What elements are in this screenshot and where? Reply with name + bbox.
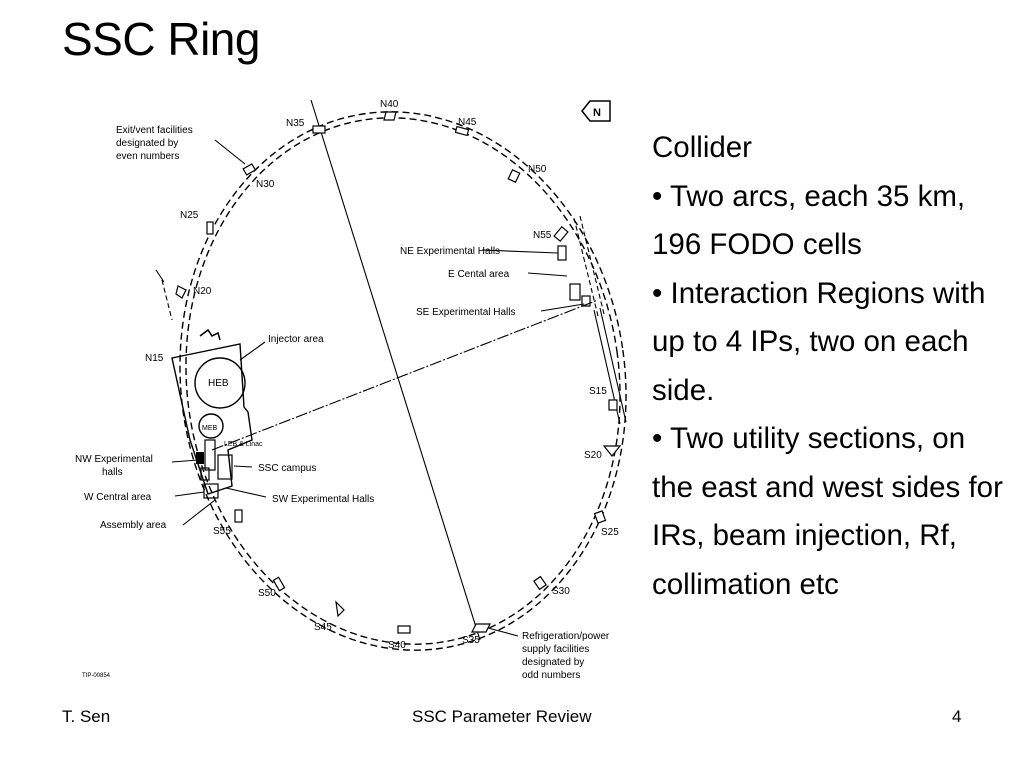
callout-heb: HEB xyxy=(208,378,229,389)
bullet-list: Collider • Two arcs, each 35 km, 196 FOD… xyxy=(652,124,1014,609)
shaft-markers xyxy=(175,111,622,634)
label-s55: S55 xyxy=(213,526,231,537)
callout-nw-halls-2: halls xyxy=(102,467,123,478)
callout-ssc-campus: SSC campus xyxy=(258,463,316,474)
label-s20: S20 xyxy=(584,450,602,461)
label-n20: N20 xyxy=(193,286,212,297)
diameter-line-ns xyxy=(310,99,481,641)
label-s50: S50 xyxy=(258,588,276,599)
meb-ring xyxy=(198,413,224,439)
diameter-line-ew xyxy=(211,299,599,451)
east-facilities xyxy=(155,215,627,425)
callout-refrigeration-3: designated by xyxy=(522,657,584,668)
callout-w-area: W Central area xyxy=(84,492,152,503)
footer-author: T. Sen xyxy=(62,707,111,726)
label-s40: S40 xyxy=(388,640,406,651)
label-n15: N15 xyxy=(145,353,164,364)
label-n45: N45 xyxy=(458,117,477,128)
callout-tip: TIP-00854 xyxy=(82,673,111,679)
bullet-item: • Two arcs, each 35 km, 196 FODO cells xyxy=(652,179,966,262)
label-n55: N55 xyxy=(533,230,552,241)
callout-exit-vent-2: designated by xyxy=(116,138,178,149)
label-n35: N35 xyxy=(286,118,305,129)
north-arrow-icon: N xyxy=(581,100,611,122)
label-n50: N50 xyxy=(528,164,547,175)
callout-refrigeration-1: Refrigeration/power xyxy=(522,631,610,642)
bullet-item: • Interaction Regions with up to 4 IPs, … xyxy=(652,276,986,407)
callout-nw-halls-1: NW Experimental xyxy=(75,454,153,465)
callout-sw-halls: SW Experimental Halls xyxy=(272,494,374,505)
bullet-item: • Two utility sections, on the east and … xyxy=(652,422,1003,601)
callout-meb: MEB xyxy=(202,425,218,432)
callout-injector: Injector area xyxy=(268,334,324,345)
label-s30: S30 xyxy=(552,586,570,597)
heb-ring xyxy=(194,357,246,409)
label-s35: S35 xyxy=(462,635,480,646)
callout-refrigeration-2: supply facilities xyxy=(522,644,589,655)
leader-lines xyxy=(171,139,585,637)
label-n30: N30 xyxy=(256,179,275,190)
callout-assembly: Assembly area xyxy=(100,520,167,531)
callout-ne-halls: NE Experimental Halls xyxy=(400,246,500,257)
bullet-heading: Collider xyxy=(652,131,753,164)
ring-inner xyxy=(185,117,621,645)
callout-refrigeration-4: odd numbers xyxy=(522,670,580,681)
ssc-ring-diagram: N xyxy=(75,99,627,681)
footer-title: SSC Parameter Review xyxy=(412,707,592,726)
callout-exit-vent-1: Exit/vent facilities xyxy=(116,125,193,136)
callout-exit-vent-3: even numbers xyxy=(116,151,179,162)
callout-leb: LEB & Linac xyxy=(224,441,263,448)
label-s25: S25 xyxy=(601,527,619,538)
label-s45: S45 xyxy=(314,622,332,633)
injector-complex xyxy=(171,328,253,499)
label-n40: N40 xyxy=(380,99,399,110)
label-n25: N25 xyxy=(180,210,199,221)
label-s15: S15 xyxy=(589,386,607,397)
north-label: N xyxy=(593,107,601,119)
callout-e-area: E Cental area xyxy=(448,269,510,280)
slide-title: SSC Ring xyxy=(62,13,260,65)
callout-se-halls: SE Experimental Halls xyxy=(416,307,515,318)
footer-page-number: 4 xyxy=(952,707,962,726)
